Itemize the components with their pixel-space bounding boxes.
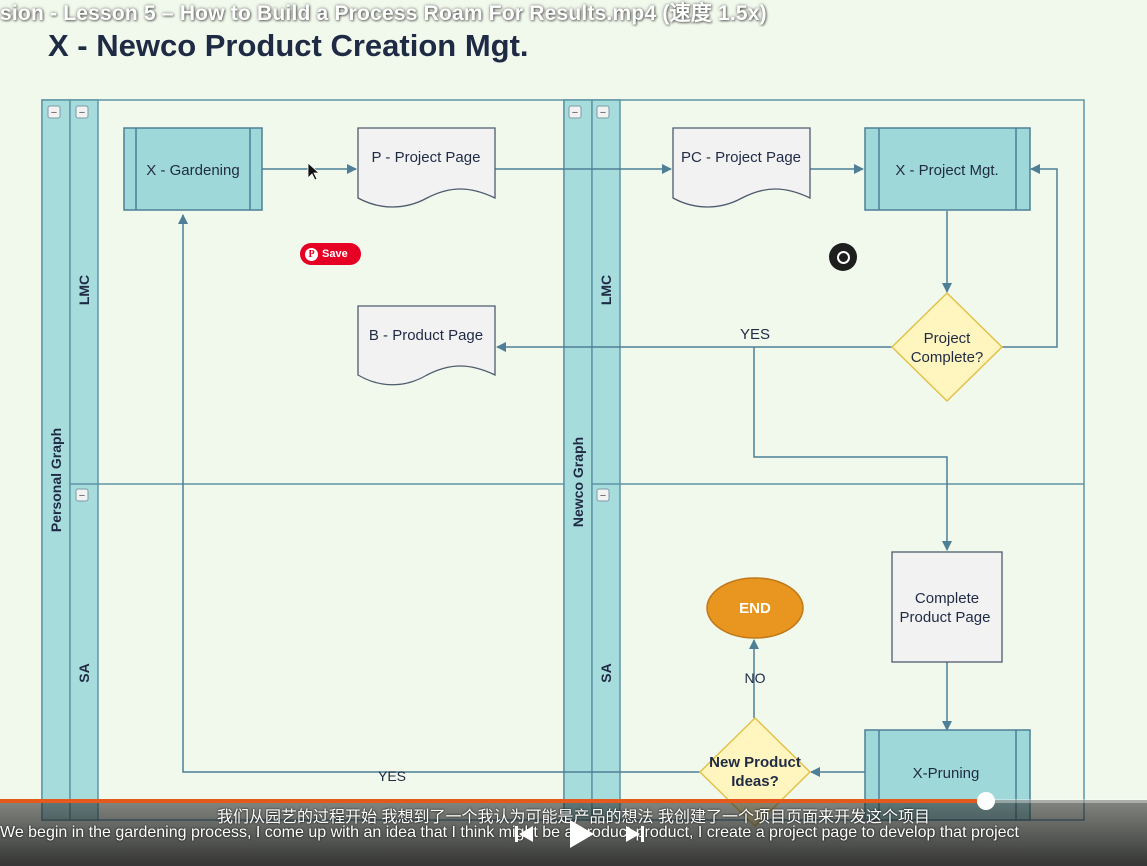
visual-search-lens-icon[interactable] (829, 243, 857, 271)
node-label: PC - Project Page (681, 149, 801, 166)
pool-label-personal-graph: Personal Graph (48, 428, 64, 532)
collapse-button-lane-sa-right[interactable]: − (596, 488, 610, 502)
node-label-line1: Project (924, 330, 972, 347)
node-label: END (739, 600, 771, 617)
video-title: sion - Lesson 5 – How to Build a Process… (0, 2, 767, 25)
node-label-line1: New Product (709, 754, 801, 771)
progress-scrubber-handle[interactable] (977, 792, 996, 810)
diagram-title: X - Newco Product Creation Mgt. (48, 28, 529, 63)
collapse-icon: − (572, 107, 578, 119)
node-label: X - Project Mgt. (895, 162, 998, 179)
node-label-line2: Complete? (911, 349, 984, 366)
node-project-complete-decision[interactable]: Project Complete? (890, 291, 1004, 403)
collapse-icon: − (79, 107, 85, 119)
edge-ideas-yes-to-gardening (178, 214, 700, 773)
previous-track-button[interactable] (513, 823, 535, 845)
collapse-button-lane-sa-left[interactable]: − (75, 488, 89, 502)
lane-label-lmc-right: LMC (598, 275, 614, 305)
collapse-icon: − (79, 490, 85, 502)
collapse-button-pool-personal[interactable]: − (47, 105, 61, 119)
node-label: X-Pruning (913, 765, 980, 782)
edge-to-complete-product-page (753, 347, 952, 551)
pool-label-newco-graph: Newco Graph (570, 437, 586, 527)
pinterest-save-button[interactable]: P Save (300, 243, 361, 265)
edge-decision-no-loop (1002, 164, 1058, 348)
edge-label-no: NO (745, 670, 766, 686)
node-label-line2: Product Page (900, 609, 991, 626)
play-button[interactable] (566, 818, 596, 850)
edge-label-yes: YES (740, 326, 770, 343)
mouse-cursor-icon (307, 162, 321, 181)
node-label: P - Project Page (372, 149, 481, 166)
lane-label-lmc-left: LMC (76, 275, 92, 305)
node-p-project-page[interactable]: P - Project Page (357, 127, 496, 208)
node-label: B - Product Page (369, 327, 483, 344)
skip-previous-icon (515, 826, 533, 842)
subtitle-english: We begin in the gardening process, I com… (0, 824, 1019, 841)
node-end[interactable]: END (706, 577, 804, 639)
node-x-gardening[interactable]: X - Gardening (123, 127, 263, 211)
skip-next-icon (626, 826, 644, 842)
collapse-icon: − (600, 490, 606, 502)
node-b-product-page[interactable]: B - Product Page (357, 305, 496, 386)
collapse-button-lane-lmc-left[interactable]: − (75, 105, 89, 119)
node-x-project-mgt[interactable]: X - Project Mgt. (864, 127, 1031, 211)
node-complete-product-page[interactable]: Complete Product Page (891, 551, 1003, 663)
progress-fill (0, 799, 987, 803)
node-label-line1: Complete (915, 590, 979, 607)
edge-label-yes: YES (378, 768, 406, 784)
collapse-button-lane-lmc-right[interactable]: − (596, 105, 610, 119)
node-label-line2: Ideas? (731, 773, 779, 790)
pool-personal-graph (41, 99, 567, 821)
lane-label-sa-right: SA (598, 663, 614, 682)
play-icon (570, 820, 594, 848)
pinterest-icon: P (305, 247, 318, 261)
collapse-icon: − (600, 107, 606, 119)
lane-label-sa-left: SA (76, 663, 92, 682)
pinterest-save-label: Save (322, 248, 348, 260)
subtitle-chinese: 我们从园艺的过程开始 我想到了一个我认为可能是产品的想法 我创建了一个项目页面来… (217, 809, 930, 826)
node-label: X - Gardening (146, 162, 239, 179)
node-pc-project-page[interactable]: PC - Project Page (672, 127, 811, 208)
collapse-icon: − (51, 107, 57, 119)
collapse-button-pool-newco[interactable]: − (568, 105, 582, 119)
next-track-button[interactable] (624, 823, 646, 845)
